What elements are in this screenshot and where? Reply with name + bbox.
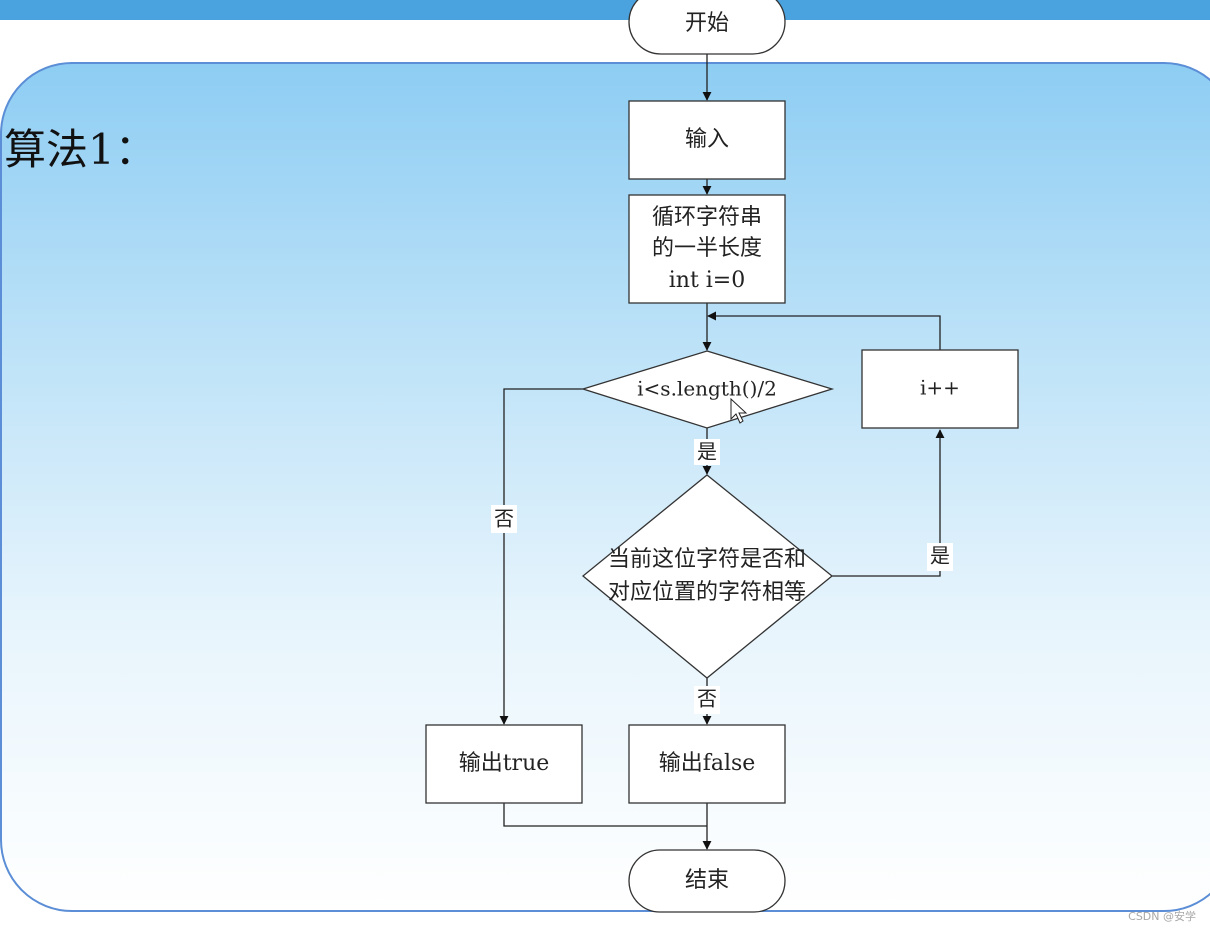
- edge-label-condition-no-text: 否: [494, 507, 514, 531]
- edge-compare-yes: [832, 429, 945, 577]
- node-start-label: 开始: [685, 11, 729, 36]
- watermark: CSDN @安学: [1128, 910, 1196, 923]
- node-output-false: 输出false: [628, 724, 786, 804]
- node-increment: i++: [861, 349, 1019, 429]
- edge-output-true-to-end: [503, 803, 707, 827]
- node-input-label: 输入: [685, 127, 729, 152]
- node-end-label: 结束: [685, 868, 729, 893]
- node-loop-condition-label: i<s.length()/2: [637, 377, 777, 401]
- edge-increment-loop-back: [707, 311, 941, 350]
- node-input: 输入: [628, 100, 786, 180]
- edge-label-compare-yes-text: 是: [930, 544, 950, 568]
- edge-label-condition-yes: 是: [694, 439, 720, 465]
- edge-label-compare-no-text: 否: [697, 687, 717, 711]
- node-output-true: 输出true: [425, 724, 583, 804]
- edge-label-condition-yes-text: 是: [697, 440, 717, 464]
- node-increment-label: i++: [920, 376, 960, 400]
- edge-label-compare-yes: 是: [927, 543, 953, 571]
- slide-panel: [0, 62, 1210, 912]
- node-compare-line2: 对应位置的字符相等: [608, 580, 806, 605]
- node-start: 开始: [628, 0, 786, 55]
- node-loop-init-line1: 循环字符串: [652, 205, 762, 230]
- node-compare-line1: 当前这位字符是否和: [608, 547, 806, 572]
- node-end: 结束: [628, 849, 786, 913]
- edge-label-condition-no: 否: [491, 505, 517, 533]
- edges: [499, 54, 945, 850]
- node-loop-init: 循环字符串 的一半长度 int i=0: [628, 194, 786, 304]
- node-loop-condition: i<s.length()/2: [580, 350, 835, 429]
- mouse-cursor-icon: [730, 397, 748, 424]
- node-output-false-label: 输出false: [659, 751, 756, 776]
- node-output-true-label: 输出true: [459, 751, 550, 776]
- top-bar: [0, 0, 1210, 20]
- edge-label-compare-no: 否: [694, 686, 720, 714]
- node-loop-init-line2: 的一半长度: [652, 236, 762, 261]
- edge-condition-no: [499, 388, 583, 725]
- slide-title: 算法1：: [4, 125, 157, 174]
- node-loop-init-line3: int i=0: [669, 268, 746, 293]
- node-compare: 当前这位字符是否和 对应位置的字符相等: [581, 474, 834, 679]
